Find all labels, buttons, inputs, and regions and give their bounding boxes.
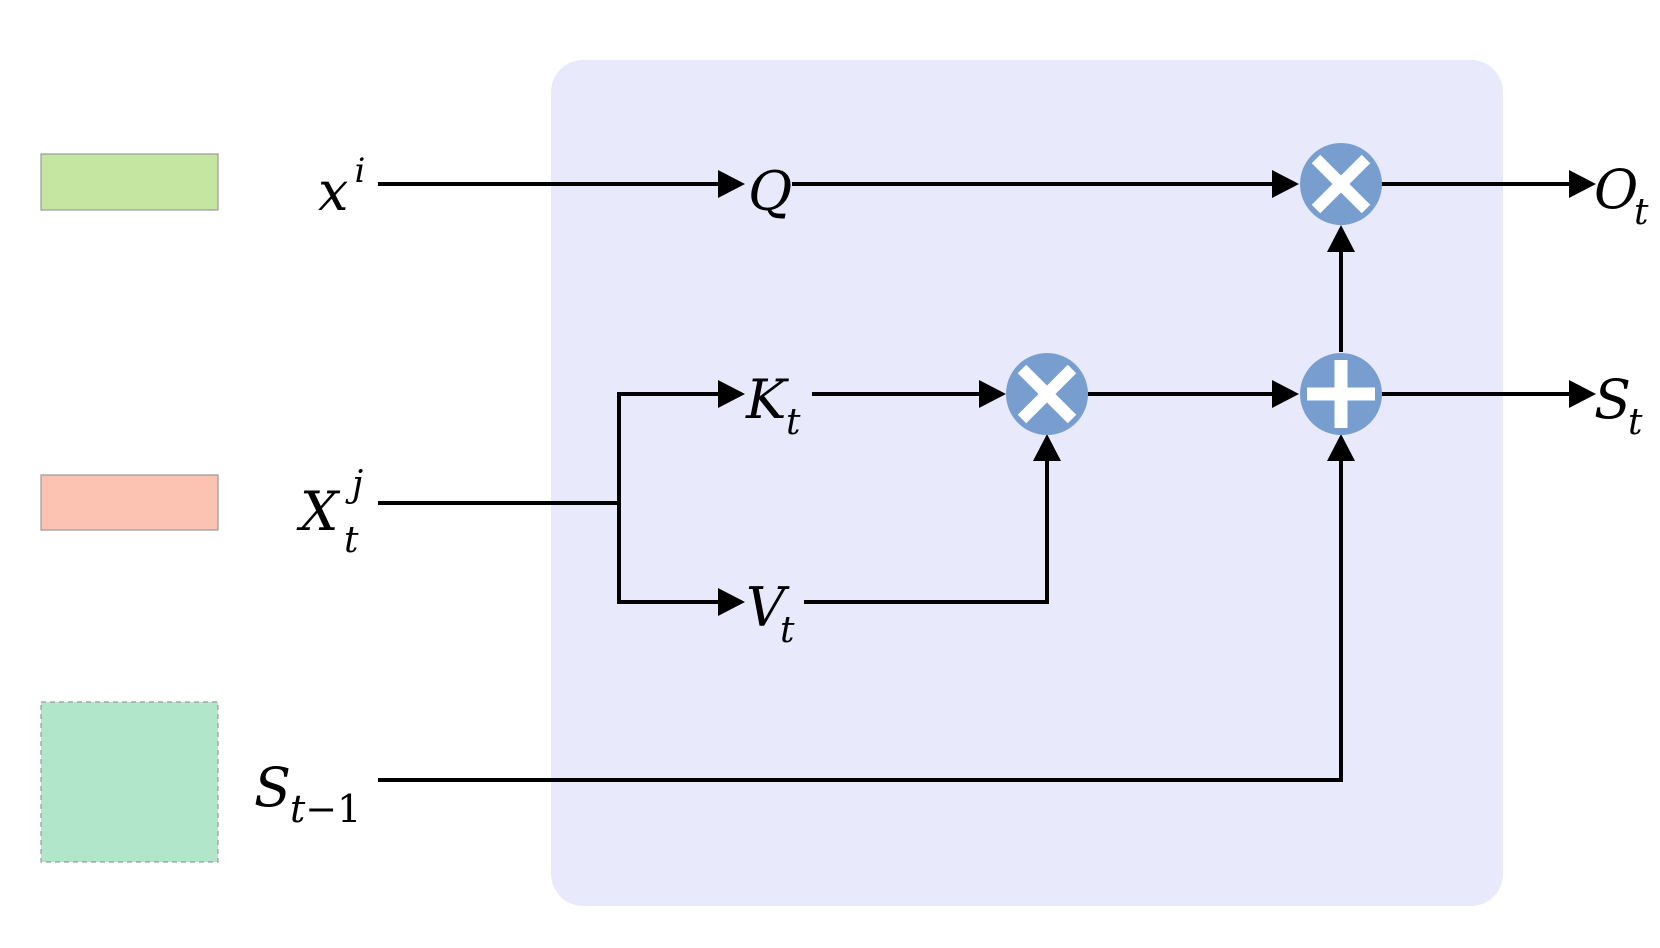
label-output-sub: t — [1634, 192, 1649, 233]
arrowhead-v — [718, 588, 745, 616]
arrowhead-output-multiply — [1272, 170, 1299, 198]
label-v: V — [746, 576, 790, 639]
label-key-value-input: X — [296, 480, 341, 543]
arrowhead-add-bottom — [1327, 434, 1355, 461]
arrowhead-kv-multiply-bottom — [1033, 434, 1061, 461]
multiply-symbol — [1311, 154, 1371, 214]
label-key-value-input-sup: j — [345, 464, 363, 505]
label-v-sub: t — [780, 610, 795, 651]
edge-prev-state-to-add — [378, 457, 1343, 782]
state-add-node — [1300, 353, 1382, 435]
legend-swatch-query-input — [40, 153, 219, 211]
attention-panel — [551, 60, 1503, 906]
plus-symbol — [1307, 360, 1375, 428]
label-k: K — [745, 368, 789, 431]
label-previous-state-sub: t−1 — [290, 787, 361, 831]
label-k-sub: t — [786, 402, 801, 443]
arrowhead-k — [718, 380, 745, 408]
label-state-sub: t — [1628, 402, 1643, 443]
label-state: S — [1594, 368, 1631, 431]
arrowhead-output-multiply-bottom — [1327, 225, 1355, 252]
label-key-value-input-sub: t — [344, 520, 359, 561]
edge-v-to-kv-multiply — [804, 457, 1049, 604]
label-previous-state: S — [254, 756, 291, 819]
connectors — [378, 170, 1596, 782]
arrowhead-st — [1569, 380, 1596, 408]
arrowhead-ot — [1569, 170, 1596, 198]
edge-split-bracket — [617, 392, 721, 604]
label-output: O — [1594, 158, 1638, 221]
arrowhead-q — [718, 170, 745, 198]
legend-swatch-previous-state — [40, 701, 219, 863]
label-q: Q — [748, 160, 792, 223]
legend-swatch-key-value-input — [40, 474, 219, 531]
arrowhead-kv-multiply-left — [979, 380, 1006, 408]
arrowhead-add-left — [1272, 380, 1299, 408]
multiply-symbol — [1017, 364, 1077, 424]
kv-multiply-node — [1006, 353, 1088, 435]
output-multiply-node — [1300, 143, 1382, 225]
